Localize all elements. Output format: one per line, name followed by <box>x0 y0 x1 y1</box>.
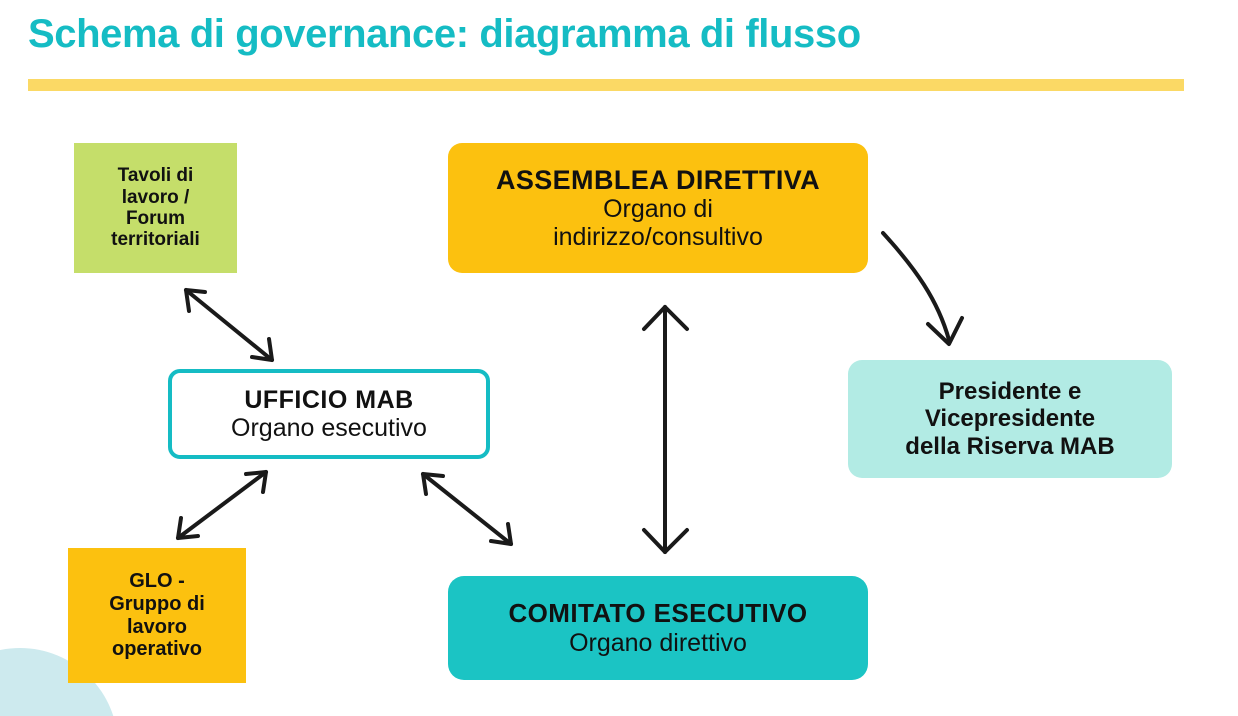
node-assemblea-subtitle-line2: indirizzo/consultivo <box>553 223 763 252</box>
arrow-ufficio-comitato <box>421 472 513 546</box>
node-glo-gruppo-lavoro-operativo[interactable]: GLO - Gruppo di lavoro operativo <box>68 548 246 683</box>
node-tavoli-line3: Forum <box>125 208 186 229</box>
node-assemblea-subtitle-line1: Organo di <box>603 195 713 223</box>
arrow-assemblea-comitato <box>642 305 689 554</box>
node-assemblea-title: ASSEMBLEA DIRETTIVA <box>495 164 821 195</box>
node-glo-line3: lavoro <box>126 615 188 638</box>
node-tavoli-line2: lavoro / <box>121 186 190 208</box>
node-tavoli-lavoro-forum-territoriali[interactable]: Tavoli di lavoro / Forum territoriali <box>74 143 237 273</box>
arrow-ufficio-tavoli <box>184 288 274 362</box>
node-glo-line1: GLO - <box>129 570 185 593</box>
node-glo-line4: operativo <box>111 638 203 661</box>
arrow-assemblea-presidente <box>881 231 964 346</box>
node-ufficio-subtitle: Organo esecutivo <box>231 414 427 442</box>
node-presidente-line3: della Riserva MAB <box>905 432 1115 460</box>
node-assemblea-direttiva[interactable]: ASSEMBLEA DIRETTIVA Organo di indirizzo/… <box>448 143 868 273</box>
node-glo-line2: Gruppo di <box>109 592 205 615</box>
node-presidente-line2: Vicepresidente <box>924 405 1096 433</box>
node-ufficio-mab[interactable]: UFFICIO MAB Organo esecutivo <box>168 369 490 459</box>
title-underline-rule <box>28 79 1184 91</box>
node-ufficio-title: UFFICIO MAB <box>244 385 414 414</box>
page-title: Schema di governance: diagramma di fluss… <box>28 12 861 56</box>
node-comitato-subtitle: Organo direttivo <box>569 628 747 657</box>
node-comitato-esecutivo[interactable]: COMITATO ESECUTIVO Organo direttivo <box>448 576 868 680</box>
node-presidente-vicepresidente[interactable]: Presidente e Vicepresidente della Riserv… <box>848 360 1172 478</box>
node-tavoli-line4: territoriali <box>111 229 200 251</box>
node-tavoli-line1: Tavoli di <box>117 165 194 187</box>
node-presidente-line1: Presidente e <box>938 378 1082 406</box>
arrow-ufficio-glo <box>176 470 268 540</box>
node-comitato-title: COMITATO ESECUTIVO <box>508 598 808 629</box>
